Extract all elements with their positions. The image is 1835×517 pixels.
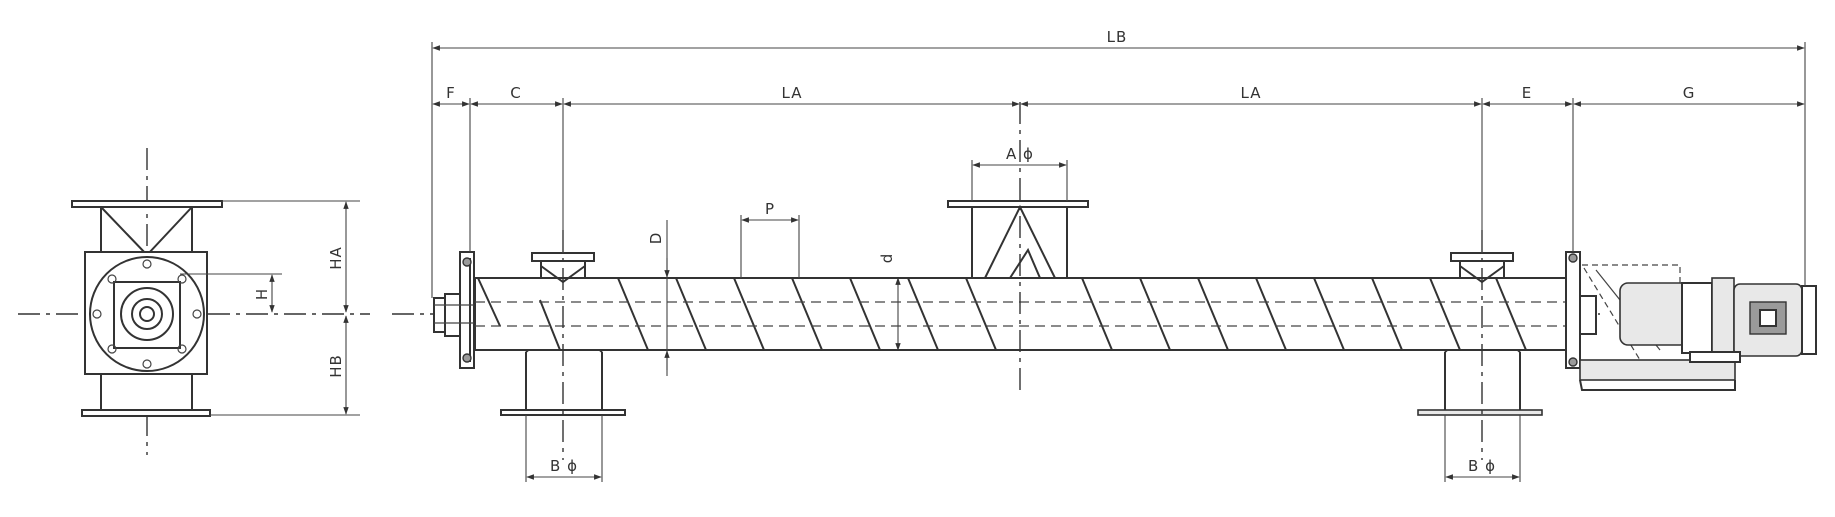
right-flange — [1565, 251, 1597, 369]
dim-lb-label: LB — [1107, 28, 1128, 46]
dim-e-label: E — [1522, 84, 1532, 102]
drive-base — [1579, 351, 1741, 391]
dim-b-phi-right-label: B ϕ — [1468, 457, 1496, 475]
dim-p-label: P — [765, 200, 775, 218]
screw-flights — [477, 277, 1527, 351]
side-view — [392, 42, 1817, 482]
dim-f-label: F — [446, 84, 456, 102]
dim-hb-label: HB — [327, 354, 345, 378]
dim-la-left-label: LA — [782, 84, 803, 102]
dim-a-phi-label: A ϕ — [1006, 145, 1034, 163]
dim-b-phi-left-label: B ϕ — [550, 457, 578, 475]
drive-motor — [1733, 283, 1817, 357]
dim-ha-label: HA — [327, 246, 345, 270]
dim-d-small-label: d — [878, 253, 896, 264]
dim-c-label: C — [510, 84, 521, 102]
dim-la-right-label: LA — [1241, 84, 1262, 102]
dim-g-label: G — [1683, 84, 1696, 102]
dimensions: LB F C LA LA E G A ϕ P D d B ϕ B ϕ — [432, 28, 1805, 480]
left-bearing — [433, 251, 475, 369]
dim-d-label: D — [647, 232, 665, 245]
bolt-holes — [92, 259, 202, 369]
gear-reducer — [1619, 277, 1735, 359]
inlet-center — [947, 200, 1089, 279]
end-view: HA HB H — [18, 148, 370, 455]
dim-h-label: H — [253, 288, 271, 300]
